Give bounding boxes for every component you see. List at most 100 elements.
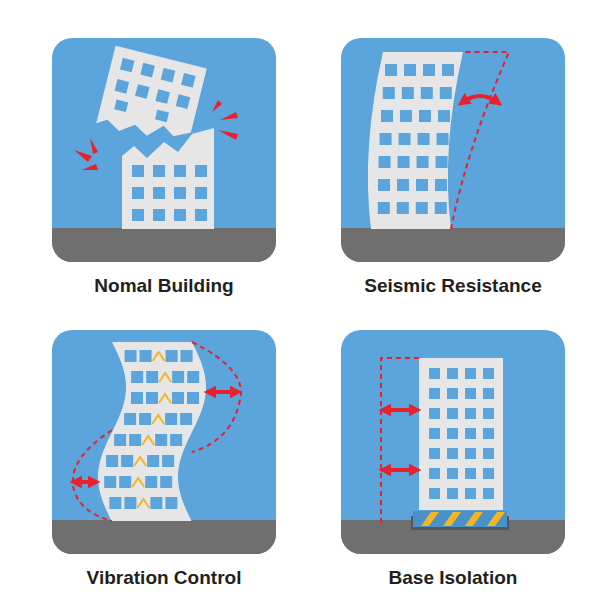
window bbox=[421, 87, 433, 99]
window bbox=[397, 202, 409, 214]
window bbox=[447, 368, 458, 379]
base-isolation-icon-part bbox=[421, 512, 505, 526]
window bbox=[114, 434, 126, 446]
base-isolation-icon-part bbox=[341, 330, 565, 554]
window bbox=[150, 497, 162, 509]
window bbox=[483, 388, 494, 399]
window bbox=[135, 84, 150, 99]
window bbox=[416, 202, 428, 214]
window bbox=[398, 156, 410, 168]
window bbox=[146, 392, 158, 404]
vibration-control-icon-part bbox=[73, 430, 112, 521]
window bbox=[174, 165, 186, 177]
window bbox=[380, 133, 392, 145]
window bbox=[465, 388, 476, 399]
window bbox=[437, 133, 449, 145]
window bbox=[115, 79, 130, 94]
window bbox=[429, 488, 440, 499]
window bbox=[383, 87, 395, 99]
window bbox=[483, 488, 494, 499]
damper-brace bbox=[152, 415, 164, 424]
window bbox=[181, 350, 193, 362]
base-isolation-icon-part bbox=[419, 358, 503, 510]
seismic-resistance-icon-part-part bbox=[341, 38, 565, 262]
window bbox=[416, 179, 428, 191]
window bbox=[125, 350, 137, 362]
window bbox=[119, 476, 131, 488]
damper-brace bbox=[137, 499, 149, 508]
window bbox=[155, 89, 170, 104]
damper-brace bbox=[132, 478, 144, 487]
seismic-resistance-icon bbox=[341, 38, 565, 262]
window bbox=[447, 488, 458, 499]
window bbox=[174, 209, 186, 221]
vibration-control-icon-part-part bbox=[52, 520, 276, 554]
window bbox=[465, 468, 476, 479]
crack-marks bbox=[74, 100, 238, 170]
window bbox=[447, 468, 458, 479]
window bbox=[397, 179, 409, 191]
window bbox=[195, 165, 207, 177]
normal-building-icon-part-part bbox=[52, 38, 276, 262]
crack-marks-part bbox=[220, 112, 238, 120]
window bbox=[400, 110, 412, 122]
window bbox=[465, 448, 476, 459]
damper-brace bbox=[153, 352, 165, 361]
window bbox=[379, 156, 391, 168]
window bbox=[162, 455, 174, 467]
normal-building-icon-part-part bbox=[52, 228, 276, 262]
window bbox=[417, 156, 429, 168]
isolator-bearing bbox=[421, 512, 439, 526]
window bbox=[465, 408, 476, 419]
window bbox=[402, 87, 414, 99]
window bbox=[438, 110, 450, 122]
window bbox=[435, 179, 447, 191]
window bbox=[132, 209, 144, 221]
window bbox=[447, 428, 458, 439]
window bbox=[447, 388, 458, 399]
window bbox=[429, 428, 440, 439]
vibration-control-icon bbox=[52, 330, 276, 554]
window bbox=[106, 455, 118, 467]
window bbox=[165, 413, 177, 425]
base-isolation-icon-part bbox=[385, 468, 415, 472]
crack-marks-part bbox=[218, 130, 238, 140]
normal-building-icon-part-part bbox=[96, 46, 207, 148]
window bbox=[385, 64, 397, 76]
window bbox=[429, 368, 440, 379]
window bbox=[404, 64, 416, 76]
damper-brace bbox=[134, 457, 146, 466]
caption-label: Nomal Building bbox=[52, 274, 276, 298]
seismic-resistance-icon-part bbox=[341, 38, 565, 262]
window bbox=[195, 187, 207, 199]
crack-marks-part bbox=[212, 100, 222, 112]
seismic-resistance-icon-part-part bbox=[341, 228, 565, 262]
window bbox=[124, 497, 136, 509]
seismic-resistance-icon-part bbox=[463, 96, 497, 102]
window bbox=[429, 388, 440, 399]
window bbox=[121, 455, 133, 467]
base-isolation-icon-part-part bbox=[341, 330, 565, 554]
icon-tile: Base Isolation bbox=[341, 330, 565, 594]
vibration-control-icon-part bbox=[76, 480, 94, 484]
caption-label: Vibration Control bbox=[52, 566, 276, 590]
damper-brace bbox=[159, 394, 171, 403]
normal-building-icon-part-part bbox=[110, 58, 195, 127]
window bbox=[153, 165, 165, 177]
window bbox=[483, 468, 494, 479]
window bbox=[418, 133, 430, 145]
window bbox=[104, 476, 116, 488]
vibration-control-icon-part bbox=[98, 342, 206, 521]
window bbox=[145, 476, 157, 488]
window bbox=[429, 468, 440, 479]
icon-tile: Seismic Resistance bbox=[341, 38, 565, 302]
isolator-bearing bbox=[465, 512, 483, 526]
window bbox=[429, 408, 440, 419]
vibration-control-icon-part bbox=[192, 342, 241, 452]
window bbox=[442, 64, 454, 76]
vibration-control-icon-part bbox=[104, 350, 199, 509]
window bbox=[146, 371, 158, 383]
window bbox=[483, 408, 494, 419]
